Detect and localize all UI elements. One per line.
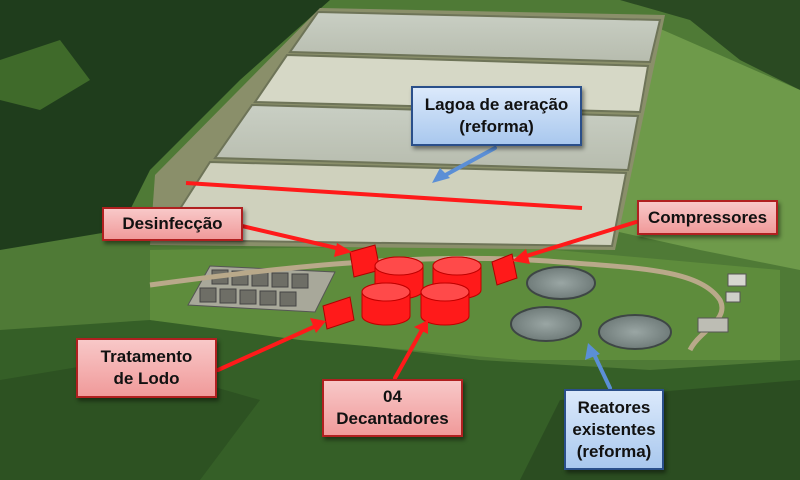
compressor-unit [491, 253, 518, 286]
arrow-reatores [590, 348, 612, 390]
arrowhead-reatores [585, 343, 600, 360]
label-lagoa-aeracao-line2: (reforma) [459, 117, 534, 136]
label-lagoa-aeracao: Lagoa de aeração (reforma) [411, 86, 582, 146]
arrowhead-aeracao [432, 168, 450, 183]
label-reatores-line3: (reforma) [576, 441, 652, 461]
arrowhead-desinfeccao [334, 243, 352, 257]
settling-tanks [361, 256, 482, 326]
label-decantadores: 04 Decantadores [322, 379, 463, 437]
arrow-compressores [518, 220, 638, 260]
arrow-decantadores [393, 326, 425, 380]
arrowhead-decantadores [414, 320, 428, 334]
label-desinfeccao: Desinfecção [102, 207, 243, 241]
label-reatores-line1: Reatores [577, 397, 651, 417]
label-decantadores-line1: 04 [383, 387, 402, 406]
label-compressores-text: Compressores [647, 207, 768, 227]
label-tratamento-lodo-line1: Tratamento [100, 347, 193, 366]
arrowhead-compressores [512, 249, 530, 264]
arrowhead-lodo [310, 318, 326, 333]
label-decantadores-line2: Decantadores [336, 409, 449, 428]
label-reatores-line2: existentes [572, 419, 656, 439]
aeration-highlight-line [185, 181, 583, 210]
label-tratamento-lodo: Tratamento de Lodo [76, 338, 217, 398]
label-compressores: Compressores [637, 200, 778, 235]
arrow-aeracao [438, 146, 497, 180]
arrow-desinfeccao [240, 224, 347, 252]
label-lagoa-aeracao-line1: Lagoa de aeração [424, 95, 569, 114]
label-tratamento-lodo-line2: de Lodo [113, 369, 180, 388]
label-reatores: Reatores existentes (reforma) [564, 389, 664, 470]
label-desinfeccao-text: Desinfecção [122, 214, 223, 233]
arrow-lodo [216, 323, 320, 372]
